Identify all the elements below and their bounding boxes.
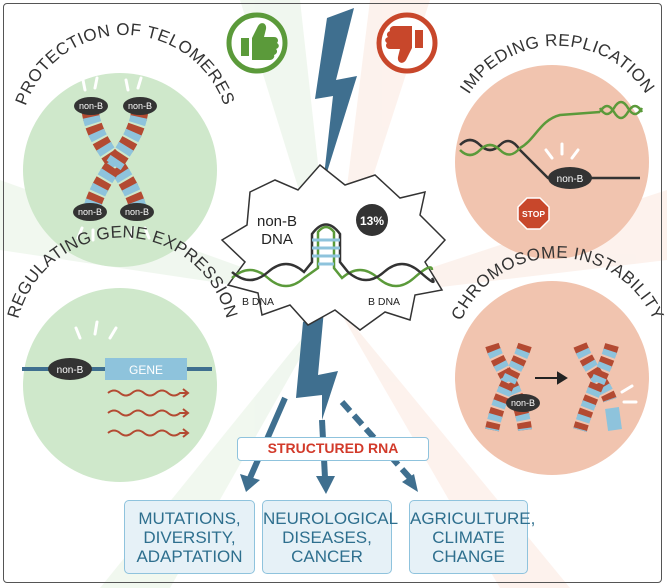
non-b-tag	[74, 97, 108, 115]
non-b-tag	[123, 97, 157, 115]
central-burst: non-B DNA 13% B DNA B DNA	[220, 163, 447, 331]
outcome-line: DIVERSITY,	[143, 527, 236, 547]
outcome-line: MUTATIONS,	[138, 508, 241, 528]
outcome-line: CLIMATE	[432, 527, 505, 547]
non-b-dna-title-line2: DNA	[261, 231, 293, 248]
thumbs-down-icon	[376, 12, 438, 74]
percent-label: 13%	[360, 214, 384, 228]
non-b-tag	[506, 394, 540, 412]
broken-chromosome-icon	[573, 342, 622, 432]
non-b-label: non-B	[57, 365, 84, 376]
non-b-tag	[548, 167, 592, 189]
dna-double-helix	[231, 223, 435, 288]
non-b-label: non-B	[557, 174, 584, 185]
non-b-dna-title-line1: non-B	[257, 213, 297, 230]
outcome-line: ADAPTATION	[136, 546, 243, 566]
outcome-line: AGRICULTURE,	[410, 508, 536, 528]
non-b-label: non-B	[79, 101, 103, 111]
b-dna-label-right: B DNA	[368, 296, 400, 308]
outcome-line: CHANGE	[432, 546, 505, 566]
figure-border	[3, 3, 662, 583]
chromosome-x-icon	[81, 108, 149, 218]
stop-sign-icon: STOP	[517, 197, 550, 230]
outcome-line: DISEASES,	[282, 527, 372, 547]
arrow-right-icon	[535, 371, 568, 385]
gene-label: GENE	[129, 363, 163, 377]
chromosome-x-icon	[485, 342, 532, 432]
non-b-label: non-B	[511, 398, 535, 408]
outcome-line: NEUROLOGICAL	[263, 508, 399, 528]
gene-box	[105, 358, 187, 380]
replication-fork	[459, 100, 644, 180]
outcome-box-neurological: NEUROLOGICAL DISEASES, CANCER	[262, 500, 399, 574]
non-b-tag	[48, 358, 92, 380]
outcome-box-agriculture: AGRICULTURE, CLIMATE CHANGE	[409, 500, 536, 574]
non-b-label: non-B	[128, 101, 152, 111]
stop-label: STOP	[522, 209, 545, 219]
outcome-line: CANCER	[291, 546, 363, 566]
thumbs-up-icon	[226, 12, 288, 74]
rna-transcripts	[107, 388, 190, 438]
non-b-label: non-B	[125, 207, 149, 217]
non-b-tag	[120, 203, 154, 221]
lightning-bolt-icon	[296, 8, 357, 420]
non-b-tag	[73, 203, 107, 221]
structured-rna-label: STRUCTURED RNA	[237, 437, 429, 461]
b-dna-label-left: B DNA	[242, 296, 274, 308]
non-b-label: non-B	[78, 207, 102, 217]
replication-circle	[455, 65, 649, 259]
outcome-box-mutations: MUTATIONS, DIVERSITY, ADAPTATION	[124, 500, 255, 574]
telomere-sparks	[76, 76, 151, 242]
percent-badge	[356, 204, 388, 236]
